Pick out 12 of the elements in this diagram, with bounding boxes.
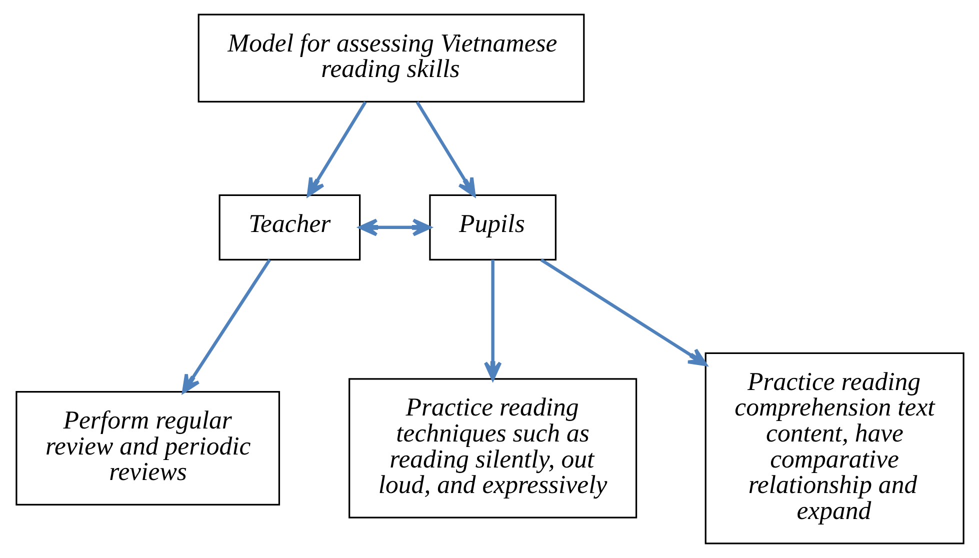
arrow bbox=[540, 258, 707, 366]
node-box: Practice reading comprehension text content, have comparative relationship and expand bbox=[704, 352, 964, 544]
node-box: Pupils bbox=[428, 194, 556, 260]
arrow bbox=[483, 260, 502, 381]
arrow bbox=[306, 101, 366, 197]
arrow bbox=[358, 218, 431, 236]
node-box: Perform regular review and periodic reviews bbox=[15, 391, 280, 506]
arrow bbox=[182, 258, 271, 394]
node-box: Teacher bbox=[218, 194, 360, 260]
node-box: Practice reading techniques such as reading silently, out loud, and expressively bbox=[348, 378, 637, 518]
node-box: Model for assessing Vietnamese reading skills bbox=[197, 14, 584, 102]
arrow bbox=[415, 101, 476, 197]
